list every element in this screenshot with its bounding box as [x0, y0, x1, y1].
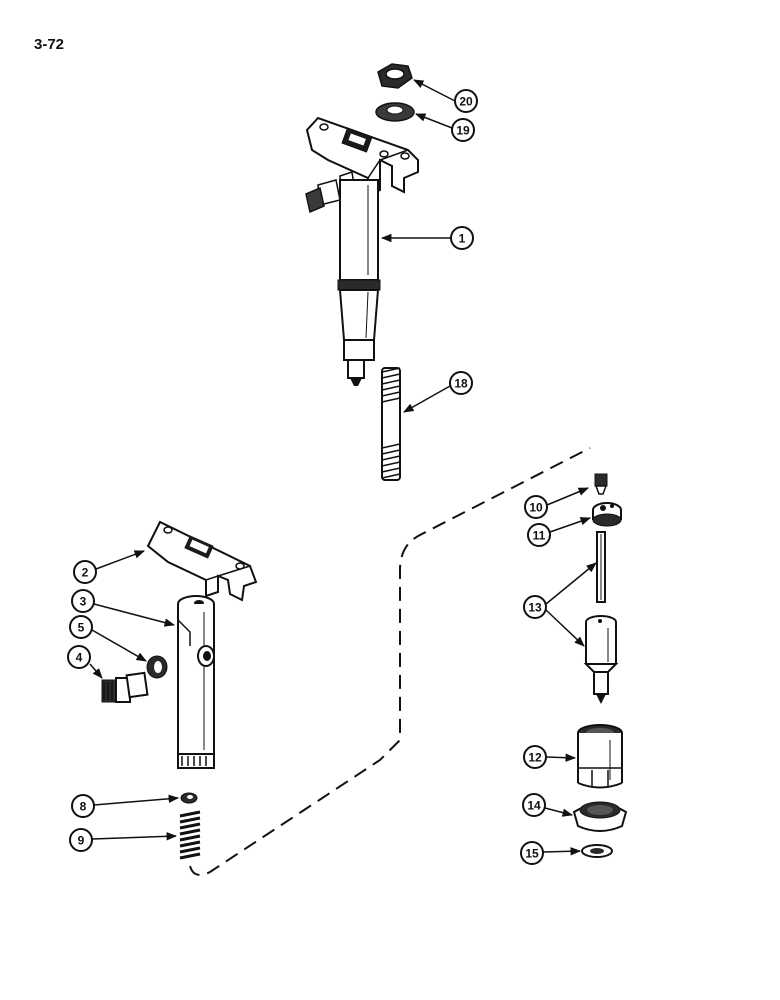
- washer-part-19: [375, 102, 415, 122]
- injector-assembly-part-1: [305, 116, 419, 386]
- callout-1-label: 1: [459, 232, 466, 246]
- callout-9: 9: [69, 828, 93, 852]
- spring-part-9: [179, 810, 201, 860]
- callout-8: 8: [71, 794, 95, 818]
- callout-11-label: 11: [533, 529, 546, 543]
- callout-3: 3: [71, 589, 95, 613]
- fitting-part-4: [101, 671, 149, 703]
- callout-18: 18: [449, 371, 473, 395]
- callout-1: 1: [450, 226, 474, 250]
- assembly-dashed-line: [189, 447, 591, 876]
- stud-part-18: [381, 367, 401, 481]
- page-number: 3-72: [34, 36, 65, 53]
- cap-nut-part-12: [577, 724, 623, 789]
- callout-19-label: 19: [456, 124, 470, 138]
- callout-9-label: 9: [78, 834, 85, 848]
- clamp-part-2: [146, 520, 258, 602]
- injector-body-part-3: [177, 595, 215, 769]
- callout-12-label: 12: [528, 751, 542, 765]
- callout-13-label: 13: [528, 601, 542, 615]
- callout-2: 2: [73, 560, 97, 584]
- valve-part-10: [594, 473, 608, 495]
- callout-14-label: 14: [527, 799, 541, 813]
- callout-2-label: 2: [82, 566, 89, 580]
- spacer-part-11: [592, 502, 622, 527]
- nut-part-20: [377, 63, 413, 89]
- nozzle-body-part-13: [583, 615, 619, 704]
- callout-10: 10: [524, 495, 548, 519]
- callout-15-label: 15: [525, 847, 539, 861]
- callout-18-label: 18: [454, 377, 468, 391]
- callout-13: 13: [523, 595, 547, 619]
- callout-15: 15: [520, 841, 544, 865]
- leader-lines: [89, 79, 597, 856]
- sealing-washer-part-14: [572, 801, 628, 832]
- spring-seat-part-8: [180, 792, 198, 804]
- callout-5: 5: [69, 615, 93, 639]
- callout-14: 14: [522, 793, 546, 817]
- callout-10-label: 10: [529, 501, 543, 515]
- washer-part-15: [581, 844, 613, 858]
- callout-20-label: 20: [459, 95, 473, 109]
- callout-12: 12: [523, 745, 547, 769]
- callout-11: 11: [527, 523, 551, 547]
- callout-4-label: 4: [76, 651, 83, 665]
- callout-20: 20: [454, 89, 478, 113]
- callout-3-label: 3: [80, 595, 87, 609]
- nozzle-needle-part-13: [596, 531, 606, 603]
- washer-part-5: [146, 655, 168, 679]
- callout-4: 4: [67, 645, 91, 669]
- callout-5-label: 5: [78, 621, 85, 635]
- callout-8-label: 8: [80, 800, 87, 814]
- callout-19: 19: [451, 118, 475, 142]
